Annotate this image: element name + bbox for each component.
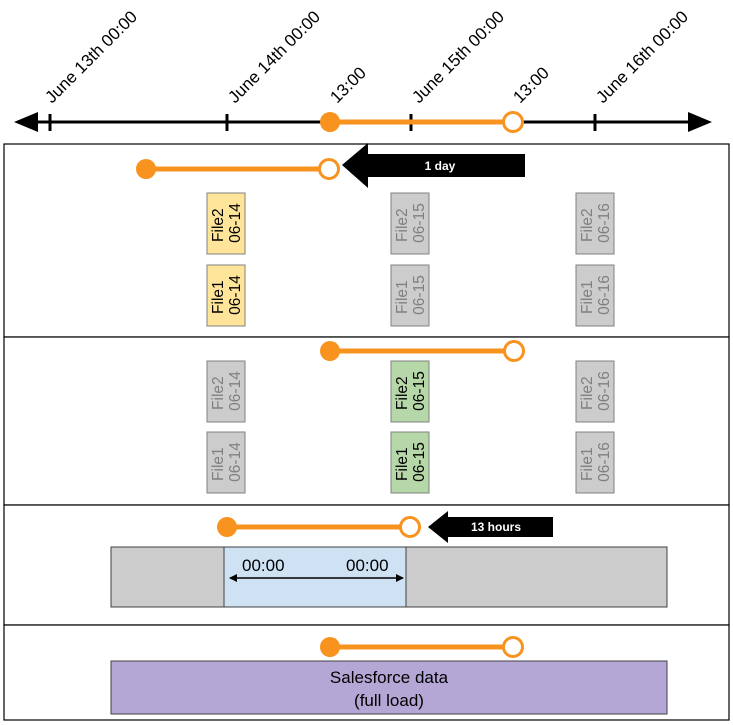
svg-text:File2 06-15: File2 06-15 <box>394 203 428 243</box>
svg-text:File2 06-14: File2 06-14 <box>210 203 244 243</box>
panel-4-segment <box>320 636 524 658</box>
panel-1-shift-arrow: 1 day <box>342 143 525 188</box>
svg-text:File2 06-16: File2 06-16 <box>579 371 613 411</box>
panel-2-file-1-0616: File1 06-16 <box>575 431 615 494</box>
panel-2-segment <box>320 340 525 362</box>
tick-label-june-15: June 15th 00:00 <box>408 7 508 107</box>
panel-1-segment <box>136 158 340 180</box>
panel-2-file-1-0614: File1 06-14 <box>206 431 246 494</box>
svg-text:File2 06-16: File2 06-16 <box>579 203 613 243</box>
panel-2-border <box>3 336 730 506</box>
panel-2-file-1-0615: File1 06-15 <box>390 431 430 494</box>
panel-2-file-2-0615: File2 06-15 <box>390 360 430 423</box>
panel-4: Salesforce data (full load) <box>3 624 730 721</box>
svg-text:File2 06-14: File2 06-14 <box>210 371 244 411</box>
salesforce-block-subtitle: (full load) <box>354 691 424 710</box>
svg-text:File1 06-16: File1 06-16 <box>579 442 613 482</box>
panel-2: File2 06-14 File1 06-14 File2 06-15 File… <box>3 336 730 506</box>
svg-text:File1 06-14: File1 06-14 <box>210 275 244 315</box>
panel-1-file-1-0614: File1 06-14 <box>206 264 246 327</box>
panel-1-file-1-0615: File1 06-15 <box>390 264 430 327</box>
timeline-axis: June 13th 00:00 June 14th 00:00 June 15t… <box>14 7 712 133</box>
panel-3-arrow-label: 13 hours <box>471 520 521 534</box>
tick-label-june-14: June 14th 00:00 <box>224 7 324 107</box>
panel-1-file-1-0616: File1 06-16 <box>575 264 615 327</box>
panel-1-file-2-0614: File2 06-14 <box>206 192 246 255</box>
window-segment <box>320 111 524 133</box>
salesforce-block <box>110 660 668 715</box>
axis-left-arrow <box>14 112 38 132</box>
panel-3-shift-arrow: 13 hours <box>428 511 553 543</box>
panel-2-file-2-0616: File2 06-16 <box>575 360 615 423</box>
panel-1-file-2-0616: File2 06-16 <box>575 192 615 255</box>
window-start-label: 13:00 <box>326 63 370 107</box>
panel-1-arrow-label: 1 day <box>425 159 456 173</box>
svg-text:File2 06-15: File2 06-15 <box>394 371 428 411</box>
panel-2-file-2-0614: File2 06-14 <box>206 360 246 423</box>
svg-text:File1 06-15: File1 06-15 <box>394 275 428 315</box>
panel-3-range-start-label: 00:00 <box>242 556 285 575</box>
axis-right-arrow <box>688 112 712 132</box>
tick-label-june-16: June 16th 00:00 <box>592 7 692 107</box>
svg-text:File1 06-15: File1 06-15 <box>394 442 428 482</box>
tick-label-june-13: June 13th 00:00 <box>41 7 141 107</box>
svg-text:File1 06-14: File1 06-14 <box>210 442 244 482</box>
panel-1-file-2-0615: File2 06-15 <box>390 192 430 255</box>
salesforce-block-title: Salesforce data <box>330 668 449 687</box>
window-end-label: 13:00 <box>509 63 553 107</box>
panel-3: 13 hours 00:00 00:00 <box>3 504 730 626</box>
panel-3-segment <box>217 516 421 538</box>
window-start-dot <box>320 112 340 132</box>
panel-3-range-end-label: 00:00 <box>346 556 389 575</box>
svg-text:File1 06-16: File1 06-16 <box>579 275 613 315</box>
panel-1: 1 day File2 06-14 File1 06-14 File2 06-1… <box>3 143 730 338</box>
window-end-dot <box>502 111 524 133</box>
